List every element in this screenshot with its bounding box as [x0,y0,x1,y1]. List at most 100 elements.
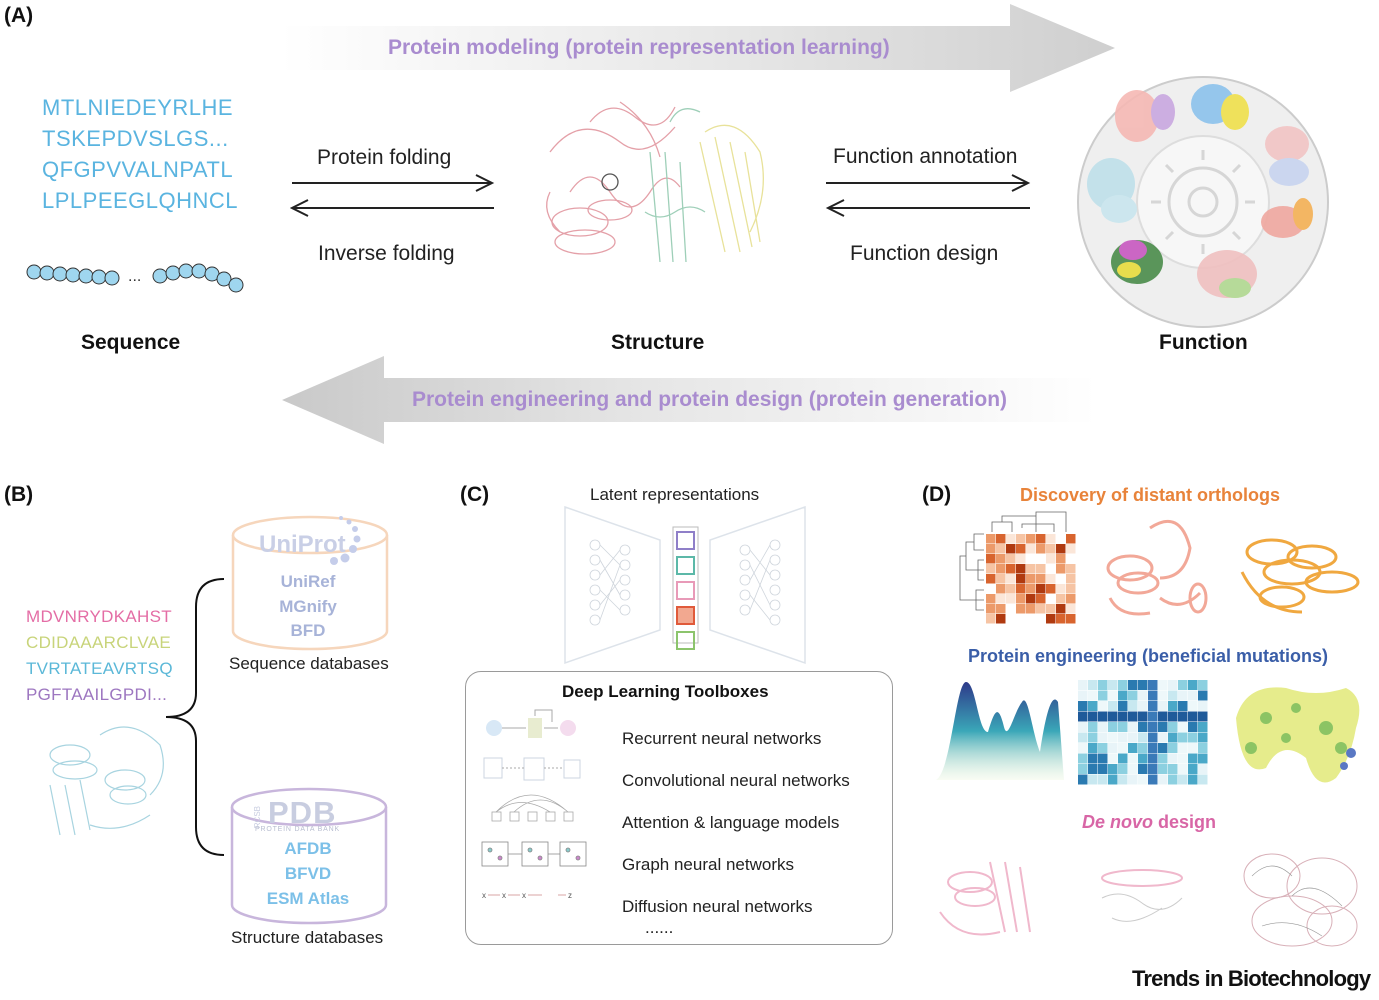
latent-cell [676,556,695,575]
mutation-cell [1118,774,1128,785]
mutation-cell [1108,722,1118,732]
heatmap-cell [1056,534,1066,544]
latent-representations-label: Latent representations [590,485,760,504]
mutation-cell [1148,680,1158,690]
mutation-cell [1158,711,1168,722]
heatmap-cell [1016,544,1026,554]
mutation-cell [1168,753,1178,764]
mutation-cell [1148,774,1158,785]
mutation-cell [1098,680,1108,690]
heatmap-cell [1016,554,1026,564]
function-title: Function [1159,331,1248,354]
mutation-cell [1178,774,1188,785]
panel-label-d: (D) [922,483,952,506]
mutation-cell [1088,701,1098,711]
heatmap-cell [1036,554,1046,564]
mutation-cell [1168,764,1178,774]
function-design-label: Function design [850,242,999,265]
mutation-cell [1138,722,1148,732]
mutation-cell [1078,701,1088,711]
rcsb-logo-text: RCSB [253,806,262,829]
mutation-cell [1138,690,1148,701]
mutation-cell [1098,701,1108,711]
heatmap-cell [1026,564,1036,574]
mutation-cell [1098,753,1108,764]
engineering-structure [1236,687,1360,783]
mutation-cell [1128,774,1138,785]
toolbox-list: Recurrent neural networks Convolutional … [622,718,850,928]
mutation-cell [1098,690,1108,701]
mutation-cell [1198,764,1208,774]
mutation-cell [1148,722,1158,732]
mutation-cell [1078,753,1088,764]
latent-cell [676,531,695,550]
heatmap-cell [1066,534,1076,544]
folding-arrows [290,174,495,217]
heatmap-cell [986,574,996,584]
mutation-cell [1158,753,1168,764]
mutation-cell [1108,743,1118,753]
heatmap-cell [1046,554,1056,564]
denovo-rest: design [1153,812,1217,832]
svg-text:x: x [482,891,486,900]
inverse-folding-label: Inverse folding [318,242,455,265]
mutation-cell [1188,722,1198,732]
latent-cell [676,631,695,650]
mutation-cell [1168,722,1178,732]
heatmap-cell [1046,584,1056,594]
heatmap-cell [1056,604,1066,614]
mutation-cell [1118,764,1128,774]
db-bfd: BFD [290,621,326,640]
mutation-cell [1168,732,1178,743]
sequence-line: MTLNIEDEYRLHE [42,95,234,120]
mutation-cell [1178,722,1188,732]
structure-thumbnail-b [49,726,164,836]
autoencoder-illustration [564,505,806,665]
heatmap-cell [1046,534,1056,544]
mutation-cell [1198,753,1208,764]
heatmap-cell [996,544,1006,554]
mutation-heatmap [1078,680,1208,785]
msa-line: MDVNRYDKAHST [26,607,172,626]
heatmap-cell [1046,594,1056,604]
heatmap-cell [1066,574,1076,584]
mutation-cell [1158,732,1168,743]
mutation-cell [1178,701,1188,711]
heatmap-cell [1026,574,1036,584]
mutation-cell [1078,680,1088,690]
mutation-cell [1088,690,1098,701]
mutation-cell [1188,764,1198,774]
heatmap-cell [1066,614,1076,624]
mutation-cell [1108,774,1118,785]
function-wheel-illustration [1077,76,1329,328]
mutation-cell [1188,711,1198,722]
ortholog-structure-1 [1106,519,1208,616]
mutation-cell [1118,732,1128,743]
heatmap-cell [996,594,1006,604]
mutation-cell [1178,753,1188,764]
mutation-cell [1128,680,1138,690]
latent-cell [676,606,695,625]
heatmap-cell [1026,584,1036,594]
mutation-cell [1128,701,1138,711]
mutation-cell [1178,690,1188,701]
heatmap-cell [1026,604,1036,614]
mutation-cell [1188,753,1198,764]
mutation-cell [1108,701,1118,711]
denovo-structure-2 [1101,869,1183,922]
mutation-cell [1098,764,1108,774]
heatmap-cell [1056,594,1066,604]
toolbox-more: ...... [645,918,674,937]
mutation-cell [1148,690,1158,701]
mutation-cell [1108,764,1118,774]
heatmap-cell [1006,604,1016,614]
mutation-cell [1098,711,1108,722]
toolbox-panel [465,671,893,945]
mutation-cell [1078,690,1088,701]
mutation-cell [1118,711,1128,722]
heatmap-cell [1066,594,1076,604]
mutation-cell [1198,701,1208,711]
heatmap-cell [1046,604,1056,614]
mutation-cell [1158,743,1168,753]
